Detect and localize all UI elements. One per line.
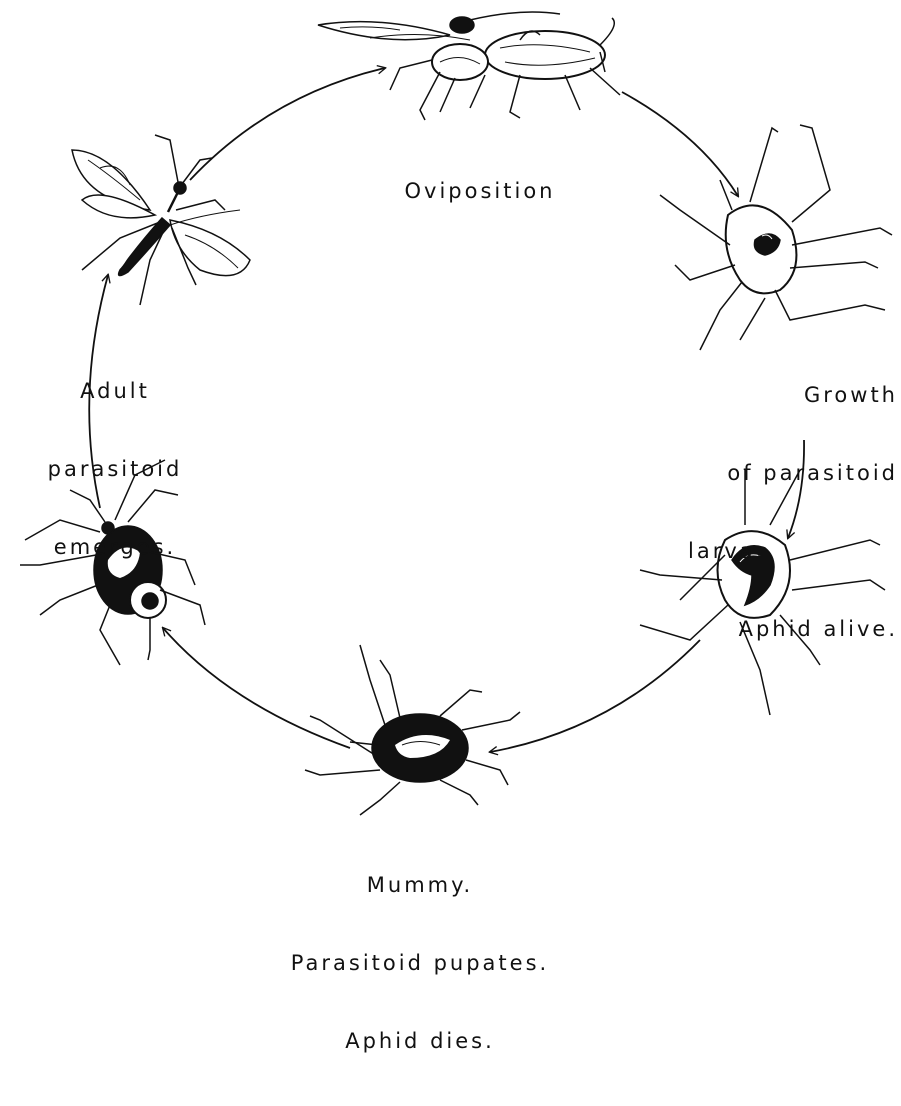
growth-line-3: larva.: [620, 538, 898, 564]
growth-line-2: of parasitoid: [620, 460, 898, 486]
life-cycle-diagram: Oviposition Growth of parasitoid larva. …: [0, 0, 901, 900]
oviposition-line: Oviposition: [360, 178, 600, 204]
wasp-ovipositing-icon: [318, 12, 620, 120]
aphid-mummy-icon: [305, 645, 520, 815]
oviposition-label: Oviposition: [360, 126, 600, 256]
adult-wasp-icon: [72, 135, 250, 305]
emergence-line-3: emerges.: [20, 534, 210, 560]
growth-line-4: Aphid alive.: [620, 616, 898, 642]
arrow-to-emergence-mummy: [163, 628, 350, 748]
mummy-line-1: Mummy.: [260, 872, 580, 898]
emergence-line-1: Adult: [20, 378, 210, 404]
mummy-line-3: Aphid dies.: [260, 1028, 580, 1054]
emergence-line-2: parasitoid: [20, 456, 210, 482]
growth-label: Growth of parasitoid larva. Aphid alive.: [620, 330, 898, 694]
mummy-label: Mummy. Parasitoid pupates. Aphid dies.: [260, 820, 580, 1106]
growth-line-1: Growth: [620, 382, 898, 408]
aphid-with-larva-icon: [660, 125, 892, 350]
mummy-line-2: Parasitoid pupates.: [260, 950, 580, 976]
emergence-label: Adult parasitoid emerges.: [20, 326, 210, 612]
arrow-to-oviposition: [190, 68, 385, 180]
